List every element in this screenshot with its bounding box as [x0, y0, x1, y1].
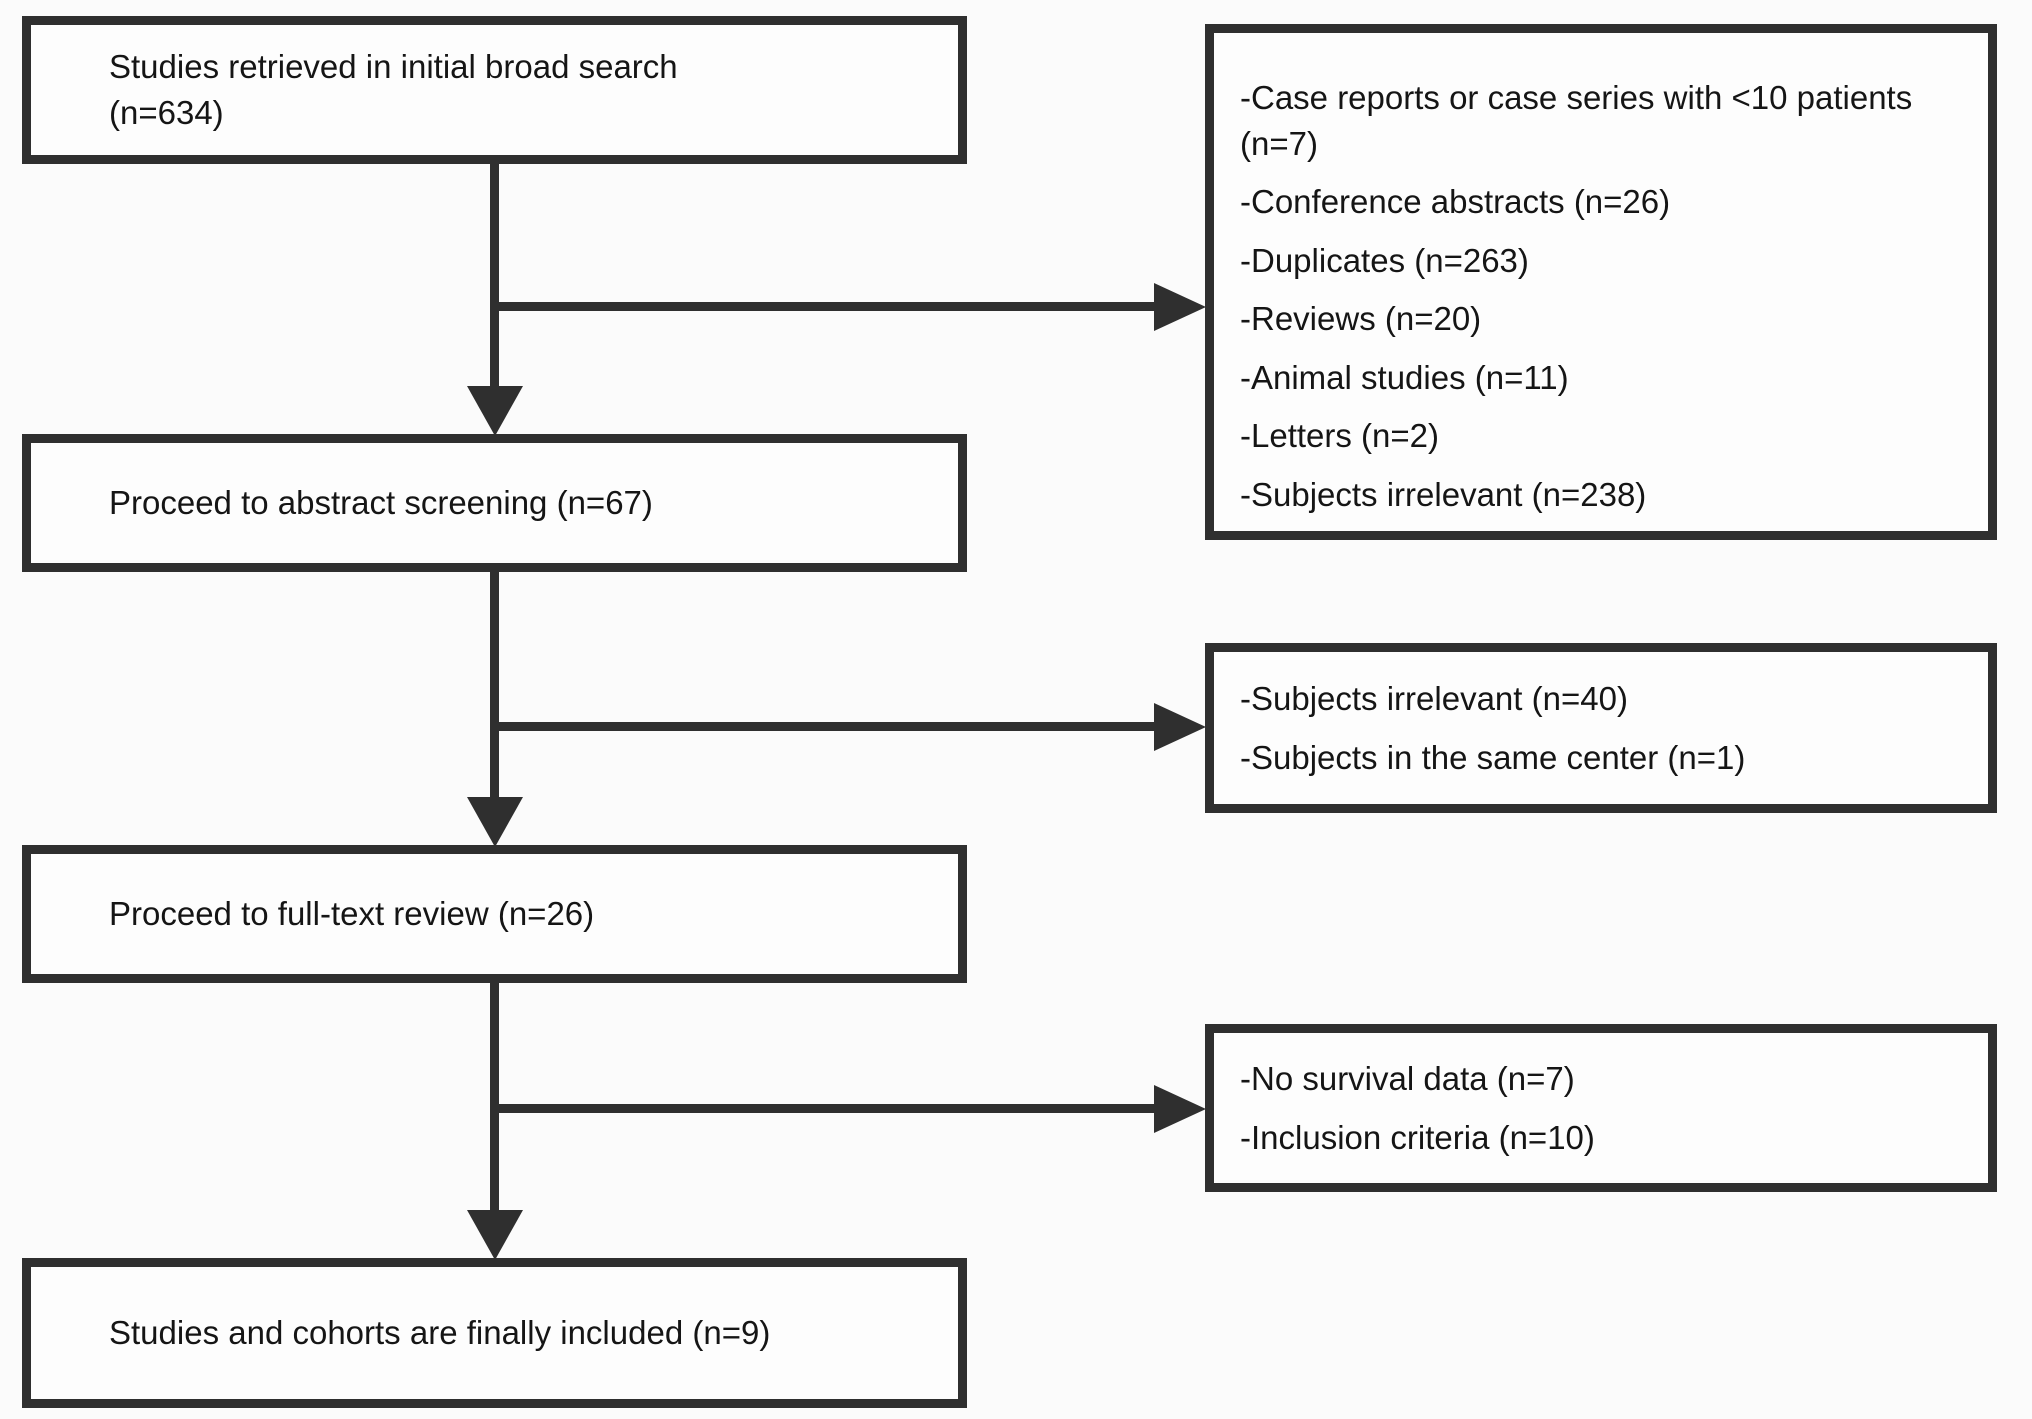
arrowhead-right-icon	[1154, 703, 1206, 751]
arrowhead-down-icon	[467, 797, 523, 847]
flow-box-abstract-screening-label: Proceed to abstract screening (n=67)	[109, 484, 653, 522]
exclusion-item: -Duplicates (n=263)	[1240, 241, 1529, 279]
exclusion-item: -Inclusion criteria (n=10)	[1240, 1118, 1595, 1156]
connector-line-horizontal-3	[494, 1104, 1154, 1113]
exclusion-box-abstract-screening: -Subjects irrelevant (n=40) -Subjects in…	[1205, 643, 1997, 813]
exclusion-item: -Subjects in the same center (n=1)	[1240, 738, 1746, 776]
flow-box-fulltext-review: Proceed to full-text review (n=26)	[22, 845, 967, 983]
exclusion-item: -Case reports or case series with <10 pa…	[1240, 79, 1913, 162]
arrowhead-right-icon	[1154, 283, 1206, 331]
flow-box-initial-search-line-2: (n=634)	[109, 94, 224, 131]
connector-line-vertical-1	[490, 164, 499, 389]
connector-line-vertical-3	[490, 983, 499, 1213]
exclusion-item: -Letters (n=2)	[1240, 417, 1439, 455]
exclusion-item: -No survival data (n=7)	[1240, 1059, 1575, 1097]
exclusion-item: -Subjects irrelevant (n=238)	[1240, 475, 1647, 513]
exclusion-item: -Animal studies (n=11)	[1240, 358, 1569, 396]
arrowhead-right-icon	[1154, 1085, 1206, 1133]
connector-line-horizontal-1	[494, 302, 1154, 311]
flow-box-initial-search-line-1: Studies retrieved in initial broad searc…	[109, 48, 678, 86]
connector-line-horizontal-2	[494, 722, 1154, 731]
arrowhead-down-icon	[467, 386, 523, 436]
exclusion-item: -Conference abstracts (n=26)	[1240, 183, 1671, 221]
exclusion-item: -Subjects irrelevant (n=40)	[1240, 679, 1628, 717]
flow-box-abstract-screening: Proceed to abstract screening (n=67)	[22, 434, 967, 572]
connector-line-vertical-2	[490, 572, 499, 802]
exclusion-box-initial-screening: -Case reports or case series with <10 pa…	[1205, 24, 1997, 540]
flow-box-initial-search: Studies retrieved in initial broad searc…	[22, 16, 967, 164]
arrowhead-down-icon	[467, 1210, 523, 1260]
exclusion-item: -Reviews (n=20)	[1240, 300, 1482, 338]
flow-box-final-included-label: Studies and cohorts are finally included…	[109, 1314, 771, 1352]
flow-box-final-included: Studies and cohorts are finally included…	[22, 1258, 967, 1408]
exclusion-box-fulltext-review: -No survival data (n=7) -Inclusion crite…	[1205, 1024, 1997, 1192]
flow-box-fulltext-review-label: Proceed to full-text review (n=26)	[109, 895, 595, 933]
